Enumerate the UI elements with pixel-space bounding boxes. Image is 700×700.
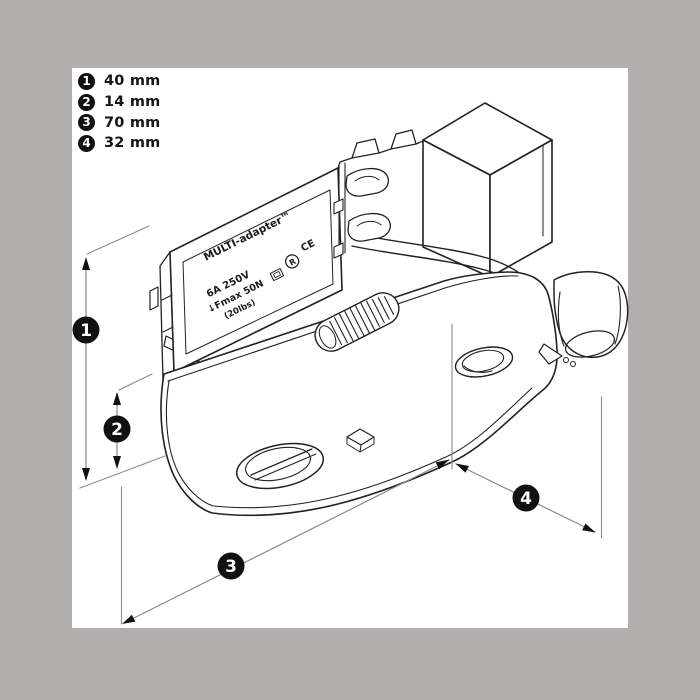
hook-inner-wall <box>557 291 565 347</box>
registered-mark-icon <box>285 254 300 269</box>
screw-front-inner <box>245 446 311 482</box>
hook-outline <box>553 271 629 359</box>
label-plate-inner-border <box>182 189 334 355</box>
contact-pin <box>333 242 344 259</box>
block-right-face <box>489 139 553 278</box>
dimension-marker-2-number: 2 <box>111 420 123 440</box>
dimension-marker-4 <box>512 484 540 512</box>
adjustment-dial <box>314 292 400 352</box>
arrowhead <box>82 468 90 481</box>
hook-claw-pin <box>570 361 576 367</box>
arrowhead <box>82 257 90 270</box>
arrowhead <box>113 456 121 469</box>
dimension-legend: 1 40 mm 2 14 mm 3 70 mm 4 32 mm <box>78 71 160 154</box>
latch-tab-2 <box>390 129 417 150</box>
extension-line-bottom-shared <box>79 455 166 489</box>
track-connector-block <box>422 102 553 278</box>
class-ii-icon <box>269 268 285 282</box>
left-pin <box>149 286 159 311</box>
dimension-marker-3-number: 3 <box>225 557 237 577</box>
connector-head: MULTI-adapter™ 6A 250V ↓Fmax 50N (20lbs)… <box>149 129 424 381</box>
legend-item: 4 32 mm <box>78 133 160 154</box>
registered-mark-letter: R <box>288 257 298 268</box>
legend-marker-2-icon: 2 <box>78 93 95 111</box>
arrowhead <box>435 459 450 470</box>
dimension-annotations: 1 2 3 4 <box>72 225 603 625</box>
dimension-marker-3 <box>217 552 245 580</box>
extension-lines <box>79 225 603 625</box>
latch-hook-1-inner <box>354 175 380 182</box>
latch-hook-1 <box>345 167 389 197</box>
legend-value-4: 32 mm <box>104 135 161 152</box>
hook-opening <box>564 330 616 358</box>
latch-hook-2 <box>347 212 391 242</box>
square-hole <box>346 428 375 453</box>
legend-item: 3 70 mm <box>78 112 160 133</box>
legend-marker-1-icon: 1 <box>78 72 95 90</box>
dimension-marker-2 <box>103 415 131 443</box>
rim-inner-line <box>167 275 519 382</box>
arrowhead <box>113 392 121 405</box>
screw-rear <box>454 346 514 378</box>
hook-edge-detail <box>614 285 621 345</box>
dimension-marker-1 <box>72 316 100 344</box>
arrowhead <box>455 463 469 473</box>
left-cap-inner-arc <box>165 380 214 507</box>
label-plate <box>169 167 343 373</box>
legend-item: 1 40 mm <box>78 71 160 92</box>
arrowhead <box>122 614 136 624</box>
dial-ribs <box>329 296 395 346</box>
screw-front-slot <box>250 448 313 476</box>
dimension-arrowheads <box>82 257 596 624</box>
legend-marker-4-icon: 4 <box>78 134 95 152</box>
dimension-markers: 1 2 3 4 <box>72 316 540 580</box>
screw-front <box>235 442 325 490</box>
screw-rear-slot <box>463 365 493 373</box>
legend-value-1: 40 mm <box>104 73 161 90</box>
extension-line-2-top <box>118 373 153 391</box>
dimension-marker-4-number: 4 <box>520 489 532 509</box>
adapter-drawing: MULTI-adapter™ 6A 250V ↓Fmax 50N (20lbs)… <box>149 102 629 517</box>
dial-end-detail <box>318 325 337 349</box>
dimension-marker-1-number: 1 <box>80 321 92 341</box>
bottom-inner-line <box>213 387 533 509</box>
legend-marker-3-icon: 3 <box>78 114 95 132</box>
mounting-hook <box>538 271 629 367</box>
class-ii-icon-inner <box>272 271 281 279</box>
square-hole-depth <box>346 436 375 453</box>
contact-pin <box>333 198 344 215</box>
hook-claw-pin <box>563 357 569 363</box>
legend-value-2: 14 mm <box>104 94 161 111</box>
latch-hook-2-inner <box>356 220 382 227</box>
hook-claw <box>538 343 563 365</box>
legend-value-3: 70 mm <box>104 114 161 131</box>
latch-cluster <box>333 129 424 259</box>
cap-detail-line <box>162 326 174 333</box>
extension-line-1-top <box>86 225 150 255</box>
dimension-line-3 <box>123 459 450 624</box>
cap-detail-line <box>161 294 173 301</box>
latch-top-edges <box>378 140 424 154</box>
arrowhead <box>582 523 596 533</box>
latch-tab-1 <box>351 138 380 159</box>
screw-front-slot <box>254 453 317 481</box>
screw-rear-inner <box>461 349 505 373</box>
legend-item: 2 14 mm <box>78 92 160 113</box>
